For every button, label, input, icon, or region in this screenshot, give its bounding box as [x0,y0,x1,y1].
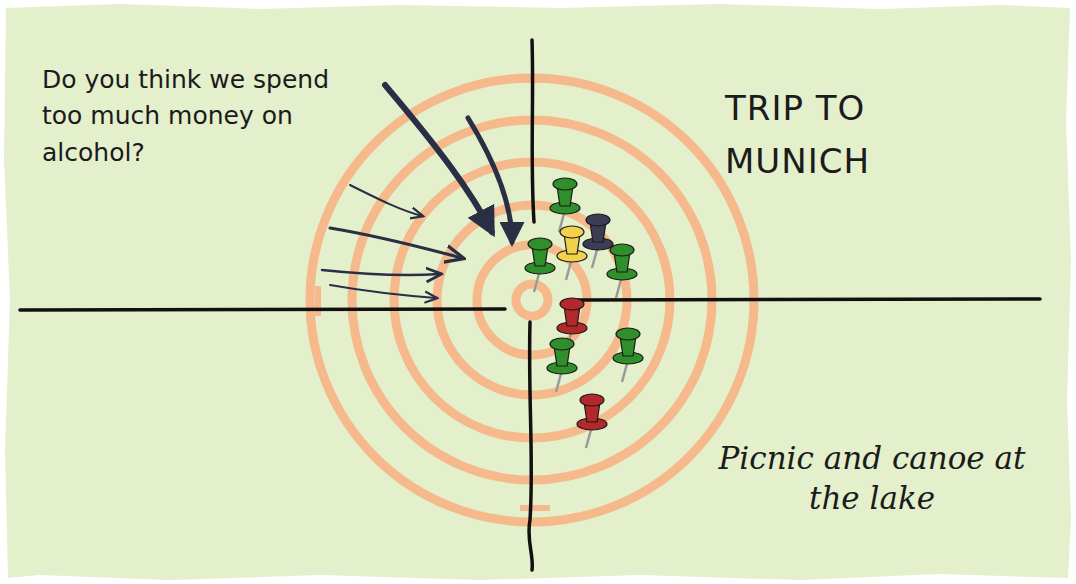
pushpins [525,178,643,448]
quadrant-label: Picnic and canoe at the lake [712,438,1032,519]
crosshair-axes [20,40,1040,570]
quadrant-label: TRIP TO MUNICH [725,82,915,187]
question-note: Do you think we spend too much money on … [42,62,352,171]
ring-ticks [318,80,754,508]
pointer-arrows [322,85,512,298]
paper-background [4,4,1071,580]
